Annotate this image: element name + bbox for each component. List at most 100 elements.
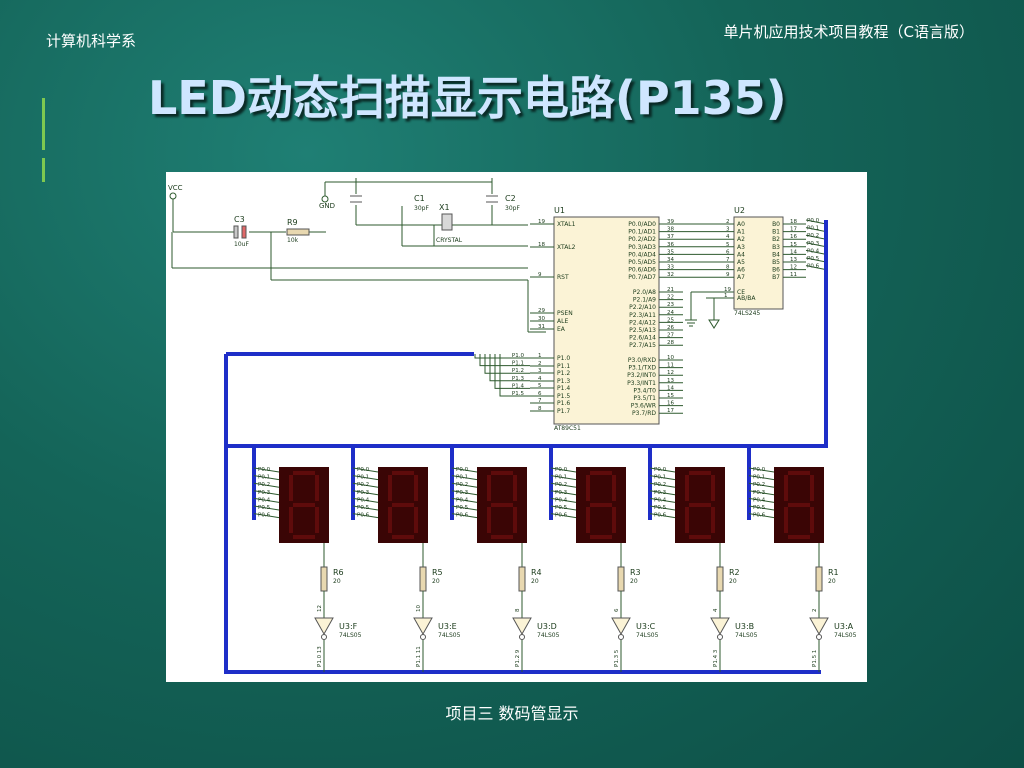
segment-net-label: P0.2 [555,482,567,488]
segment-net-label: P0.2 [654,482,666,488]
u2-out-wire [805,219,827,225]
segment-net-label: P0.3 [357,490,370,496]
u2-pin-label: A5 [737,259,745,266]
segment-net-label: P0.5 [555,505,568,511]
segment [491,535,513,539]
u1-pin-number: 32 [667,272,674,278]
u1-pin-number: 6 [538,391,542,397]
segment [315,507,319,533]
gate-part: 74LS05 [735,632,758,639]
resistor-name: R3 [630,568,641,577]
resistor-value: 20 [333,578,341,585]
segment [392,503,414,507]
segment [590,471,612,475]
segment [513,507,517,533]
segment-net-label: P0.1 [357,475,369,481]
segment-net-label: P0.1 [654,475,666,481]
u2-pin-label: A3 [737,244,745,251]
inverter-gate [512,617,532,636]
u2-pin-label: A2 [737,236,745,243]
u1-microcontroller [553,216,660,425]
r9-resistor [286,228,310,236]
segment-net-label: P0.2 [456,482,468,488]
resistor-value: 20 [729,578,737,585]
segment-net-label: P0.2 [258,482,270,488]
u2-pin-label: B7 [772,274,780,281]
segment-wire [550,467,577,473]
resistor-name: R4 [531,568,542,577]
resistor-value: 20 [630,578,638,585]
segment [388,475,392,501]
segment-wire [748,467,775,473]
segment-net-label: P0.2 [357,482,369,488]
segment [293,471,315,475]
segment-wire [253,467,280,473]
segment [612,507,616,533]
u1-pin-number: 16 [667,401,674,407]
segment-wire [451,513,478,519]
u1-pin-number: 18 [538,242,545,248]
u1-pin-label: RST [557,274,569,281]
digit-columns: P0.0P0.1P0.2P0.3P0.4P0.5P0.6R62012U3:F74… [253,467,857,672]
segment-wire [451,497,478,503]
resistor-name: R2 [729,568,740,577]
gate-out-pin: 10 [416,605,422,612]
u2-pin-number: 7 [726,257,730,263]
u1-pin-number: 38 [667,227,674,233]
segment-wire [352,490,379,496]
segment [685,475,689,501]
u1-pin-number: 34 [667,257,674,263]
segment-net-label: P0.6 [258,513,271,519]
segment-net-label: P0.0 [357,467,370,473]
segment [689,535,711,539]
u1-pin-label: P3.7/RD [632,410,656,417]
gate-part: 74LS05 [834,632,857,639]
segment [685,507,689,533]
u1-pin-label: ALE [557,318,568,325]
u2-pin-label: A4 [737,251,745,258]
segment-net-label: P0.6 [654,513,667,519]
segment [590,503,612,507]
accent-bar-bottom [42,158,45,182]
u2-pin-label: B3 [772,244,780,251]
limit-resistor [716,566,724,592]
resistor-name: R5 [432,568,443,577]
u1-pin-label: P2.0/A8 [633,289,656,296]
u1-pin-number: 26 [667,325,674,331]
gate-part: 74LS05 [636,632,659,639]
gate-out-pin: 12 [317,605,323,612]
p1-net-label: P1.5 [512,391,525,397]
segment-wire [748,475,775,481]
department-label: 计算机科学系 [46,32,137,50]
segment [810,475,814,501]
segment-wire [451,482,478,488]
segment-net-label: P0.0 [753,467,766,473]
gate-input-label: P1.0 13 [317,646,323,667]
u2-pin-label: B5 [772,259,780,266]
gate-part: 74LS05 [438,632,461,639]
u1-pin-label: P1.0 [557,355,570,362]
u1-pin-label: P0.3/AD3 [628,244,656,251]
segment-wire [649,490,676,496]
segment-wire [649,467,676,473]
u2-part: 74LS245 [734,310,760,317]
digit-column: P0.0P0.1P0.2P0.3P0.4P0.5P0.6R1202U3:A74L… [748,467,857,672]
segment-wire [649,505,676,511]
p1-net-label: P1.4 [512,383,525,389]
segment [491,503,513,507]
segment-wire [649,475,676,481]
u1-pin-label: P0.7/AD7 [628,274,656,281]
segment-wire [649,482,676,488]
x1-value: CRYSTAL [436,237,463,244]
segment-wire [748,497,775,503]
u1-pin-label: P2.1/A9 [633,297,656,304]
u1-pin-label: P2.7/A15 [629,342,656,349]
u1-pin-label: P1.6 [557,400,570,407]
segment-net-label: P0.2 [753,482,765,488]
u1-pin-number: 39 [667,219,674,225]
u2-pin-label: A6 [737,267,745,274]
segment [392,535,414,539]
u2-out-wire [805,265,827,271]
segment [784,475,788,501]
u2-out-net: P0.0 [807,218,820,224]
